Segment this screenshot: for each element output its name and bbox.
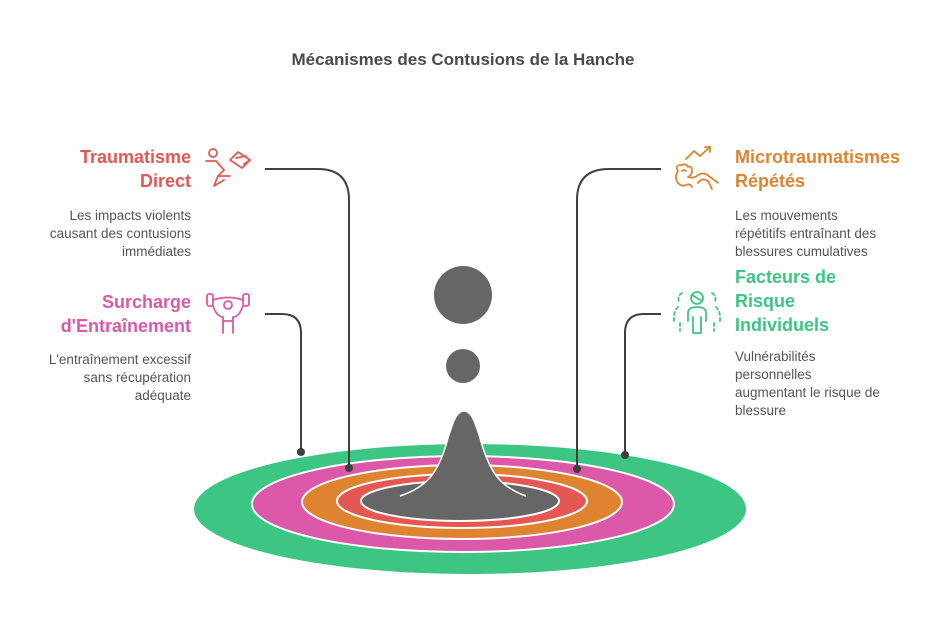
connector-microtraumatismes xyxy=(576,168,661,468)
heading-facteurs-risque-individuels: Facteurs de Risque Individuels xyxy=(735,267,837,335)
connector-surcharge xyxy=(265,313,302,451)
heading-surcharge-entrainement: Surcharge d'Entraînement xyxy=(60,292,191,336)
individual-group-icon xyxy=(673,291,721,334)
connector-dots xyxy=(297,448,629,473)
desc-facteurs-risque-individuels: Vulnérabilités personnelles augmentant l… xyxy=(735,349,880,418)
desc-microtraumatismes-repetes: Les mouvements répétitifs entraînant des… xyxy=(735,208,877,259)
diagram-title: Mécanismes des Contusions de la Hanche xyxy=(291,50,635,69)
impact-fall-icon xyxy=(205,148,251,187)
repetitive-strain-icon xyxy=(675,146,719,190)
connector-traumatisme-direct xyxy=(265,168,350,467)
drop-large xyxy=(434,266,492,324)
desc-traumatisme-direct: Les impacts violents causant des contusi… xyxy=(49,208,191,259)
weightlifter-icon xyxy=(206,293,250,334)
impact-peak-outline xyxy=(399,410,527,497)
heading-microtraumatismes-repetes: Microtraumatismes Répétés xyxy=(735,147,901,191)
connector-facteurs xyxy=(624,313,661,454)
desc-surcharge-entrainement: L'entraînement excessif sans récupératio… xyxy=(48,352,191,403)
connectors xyxy=(265,168,661,468)
heading-traumatisme-direct: Traumatisme Direct xyxy=(79,147,191,191)
impact-peak xyxy=(400,411,526,505)
drop-small xyxy=(446,349,480,383)
